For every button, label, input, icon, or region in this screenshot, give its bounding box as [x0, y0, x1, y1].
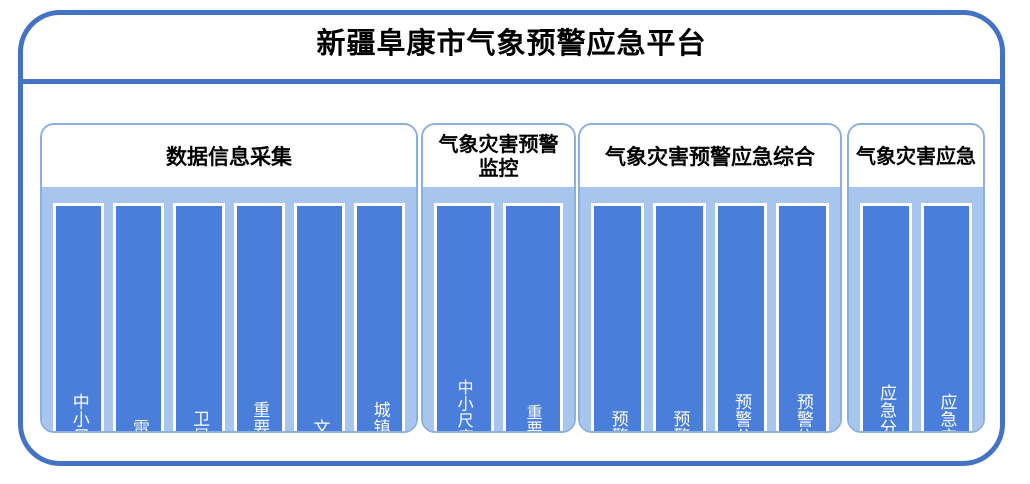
bar-important-weather-report[interactable]: 重要天气报 [233, 203, 285, 431]
panel-warning-emergency-integrated-title: 气象灾害预警应急综合 [580, 125, 840, 187]
bar-important-weather-report-2[interactable]: 重要天气报 [503, 203, 563, 431]
panel-disaster-emergency[interactable]: 气象灾害应急 应急分析与制作 应急产品查询 [847, 123, 985, 433]
bar-satellite-cloud-map[interactable]: 卫星云图 [173, 203, 225, 431]
bar-mesoscale-data[interactable]: 中小尺度数据 [52, 203, 105, 431]
bar-emergency-analysis-production[interactable]: 应急分析与制作 [860, 203, 912, 431]
panel-warning-emergency-integrated[interactable]: 气象灾害预警应急综合 预警监控 预警发布 预警分析制作 预警信息查询 [578, 123, 842, 433]
panel-warning-emergency-integrated-items: 预警监控 预警发布 预警分析制作 预警信息查询 [580, 187, 840, 431]
bar-warning-analysis-production[interactable]: 预警分析制作 [714, 203, 768, 431]
panel-disaster-emergency-title: 气象灾害应急 [849, 125, 983, 187]
panel-disaster-warning-monitoring[interactable]: 气象灾害预警监控 中小尺度气象要素 重要天气报 [421, 123, 576, 433]
bar-text-report[interactable]: 文字报 [293, 203, 345, 431]
panels-row: 数据信息采集 中小尺度数据 雷达图 卫星云图 重要天气报 文字报 城镇电视报 气… [18, 84, 1005, 466]
panel-data-collection-title: 数据信息采集 [42, 125, 416, 187]
bar-radar-chart[interactable]: 雷达图 [113, 203, 165, 431]
panel-data-collection-items: 中小尺度数据 雷达图 卫星云图 重要天气报 文字报 城镇电视报 [42, 187, 416, 431]
bar-warning-monitoring[interactable]: 预警监控 [591, 203, 644, 431]
bar-warning-release[interactable]: 预警发布 [652, 203, 706, 431]
bar-mesoscale-met-elements[interactable]: 中小尺度气象要素 [434, 203, 494, 431]
bar-emergency-product-query[interactable]: 应急产品查询 [920, 203, 972, 431]
panel-data-collection[interactable]: 数据信息采集 中小尺度数据 雷达图 卫星云图 重要天气报 文字报 城镇电视报 [40, 123, 418, 433]
panel-disaster-emergency-items: 应急分析与制作 应急产品查询 [849, 187, 983, 431]
panel-disaster-warning-monitoring-title: 气象灾害预警监控 [423, 125, 574, 187]
panel-disaster-warning-monitoring-items: 中小尺度气象要素 重要天气报 [423, 187, 574, 431]
bar-town-tv-report[interactable]: 城镇电视报 [353, 203, 406, 431]
bar-warning-info-query[interactable]: 预警信息查询 [776, 203, 829, 431]
